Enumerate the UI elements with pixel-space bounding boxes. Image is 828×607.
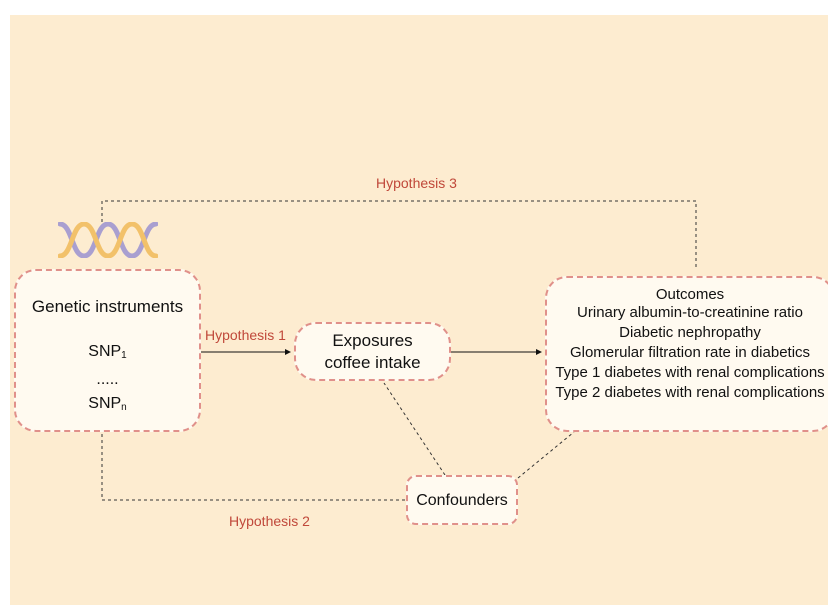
confounders-label: Confounders [416, 492, 508, 509]
outcomes-box: Outcomes Urinary albumin-to-creatinine r… [545, 276, 828, 432]
outcome-item: Type 1 diabetes with renal complications [555, 364, 825, 381]
genetic-instruments-title: Genetic instruments [31, 297, 184, 316]
outcome-item: Urinary albumin-to-creatinine ratio [577, 304, 803, 321]
snp-first: SNP1 [16, 341, 199, 367]
snp-first-subscript: 1 [121, 350, 127, 361]
dna-helix-icon [58, 222, 158, 258]
snp-last: SNPn [16, 393, 199, 419]
confounder-outcome-link [517, 431, 575, 479]
confounders-box: Confounders [406, 475, 518, 525]
confounder-exposure-link [383, 382, 446, 476]
genetic-instruments-box: Genetic instruments SNP1 ..... SNPn [14, 269, 201, 432]
arrowhead [285, 349, 291, 355]
arrowhead [536, 349, 542, 355]
outcome-item: Glomerular filtration rate in diabetics [569, 344, 811, 361]
outcomes-title: Outcomes [655, 286, 725, 303]
hypothesis-2-label: Hypothesis 2 [229, 513, 310, 529]
hypothesis-3-connector [101, 200, 697, 270]
hypothesis-3-label: Hypothesis 3 [376, 175, 457, 191]
outcome-item: Diabetic nephropathy [619, 324, 761, 341]
exposures-subtitle: coffee intake [324, 353, 421, 372]
exposures-box: Exposures coffee intake [294, 322, 451, 381]
exposures-title: Exposures [332, 331, 413, 350]
hypothesis-2-connector [101, 434, 406, 501]
snp-last-label: SNP [88, 395, 122, 412]
hypothesis-1-label: Hypothesis 1 [205, 327, 286, 343]
snp-first-label: SNP [88, 343, 122, 360]
outcome-item: Type 2 diabetes with renal complications [555, 384, 825, 401]
snp-ellipsis: ..... [96, 371, 119, 388]
snp-last-subscript: n [121, 402, 127, 413]
